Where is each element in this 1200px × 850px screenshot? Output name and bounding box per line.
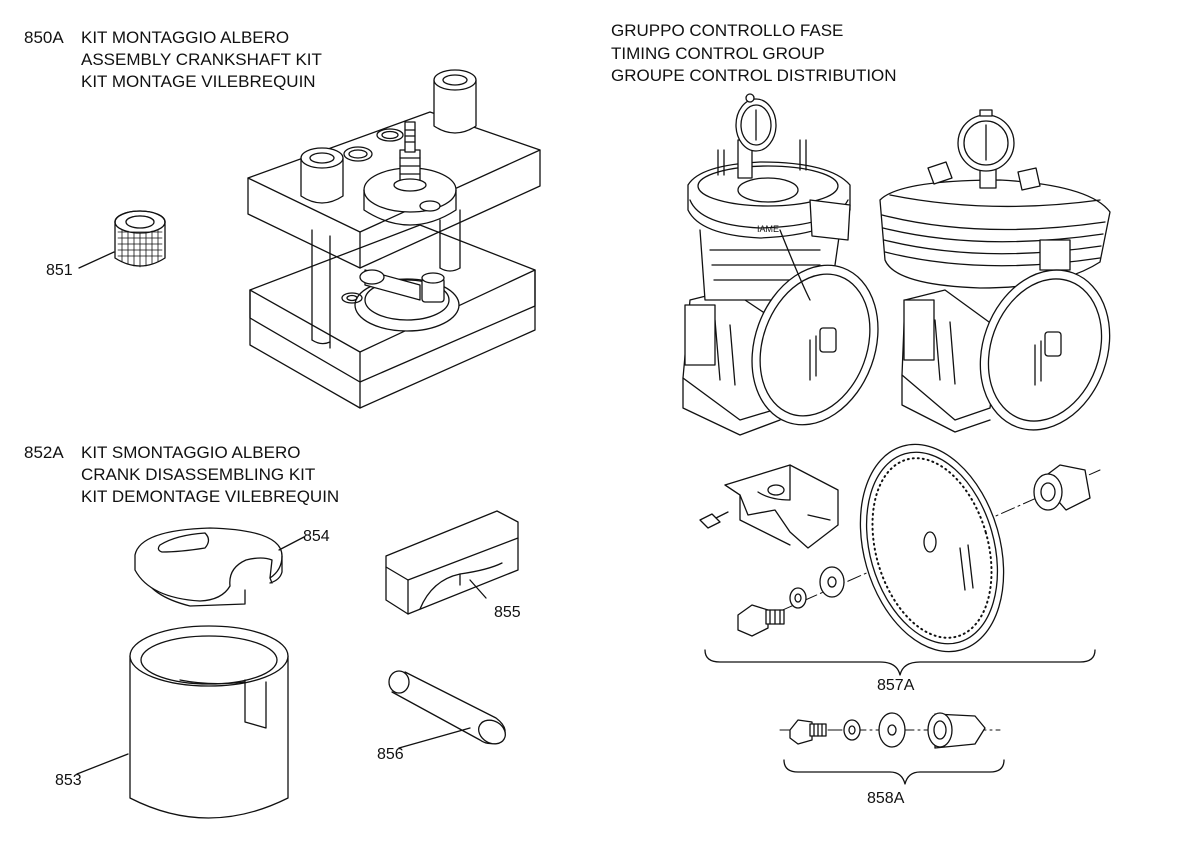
split-disc-854: [135, 528, 304, 606]
part-854-label: 854: [303, 528, 330, 545]
kit-852a-title-fr: KIT DEMONTAGE VILEBREQUIN: [81, 487, 340, 506]
part-858a-label: 858A: [867, 790, 905, 807]
knurled-nut-851: [79, 211, 165, 268]
timing-group-title-en: TIMING CONTROL GROUP: [611, 44, 825, 63]
timing-group-title-it: GRUPPO CONTROLLO FASE: [611, 21, 844, 40]
crankshaft-press-850a: [248, 70, 540, 408]
part-851-label: 851: [46, 262, 73, 279]
kit-850a-title-fr: KIT MONTAGE VILEBREQUIN: [81, 72, 316, 91]
kit-850a-code: 850A: [24, 28, 64, 47]
part-856-label: 856: [377, 746, 404, 763]
exploded-view-858a: [780, 713, 1004, 784]
engine-with-dial-gauge-left: IAME: [683, 94, 899, 443]
part-857a-label: 857A: [877, 677, 915, 694]
part-855-label: 855: [494, 604, 521, 621]
engine-with-dial-gauge-right: [880, 110, 1131, 448]
cylinder-cup-853: [77, 626, 288, 818]
part-853-label: 853: [55, 772, 82, 789]
exploded-view-857a: [700, 427, 1100, 675]
timing-group-title-fr: GROUPE CONTROL DISTRIBUTION: [611, 66, 897, 85]
kit-852a-title-en: CRANK DISASSEMBLING KIT: [81, 465, 316, 484]
kit-850a-title-en: ASSEMBLY CRANKSHAFT KIT: [81, 50, 322, 69]
kit-850a-title-it: KIT MONTAGGIO ALBERO: [81, 28, 290, 47]
pin-856: [389, 671, 510, 749]
v-block-855: [386, 511, 518, 614]
kit-852a-code: 852A: [24, 443, 64, 462]
kit-852a-title-it: KIT SMONTAGGIO ALBERO: [81, 443, 301, 462]
iame-logo-text-left: IAME: [757, 224, 779, 234]
